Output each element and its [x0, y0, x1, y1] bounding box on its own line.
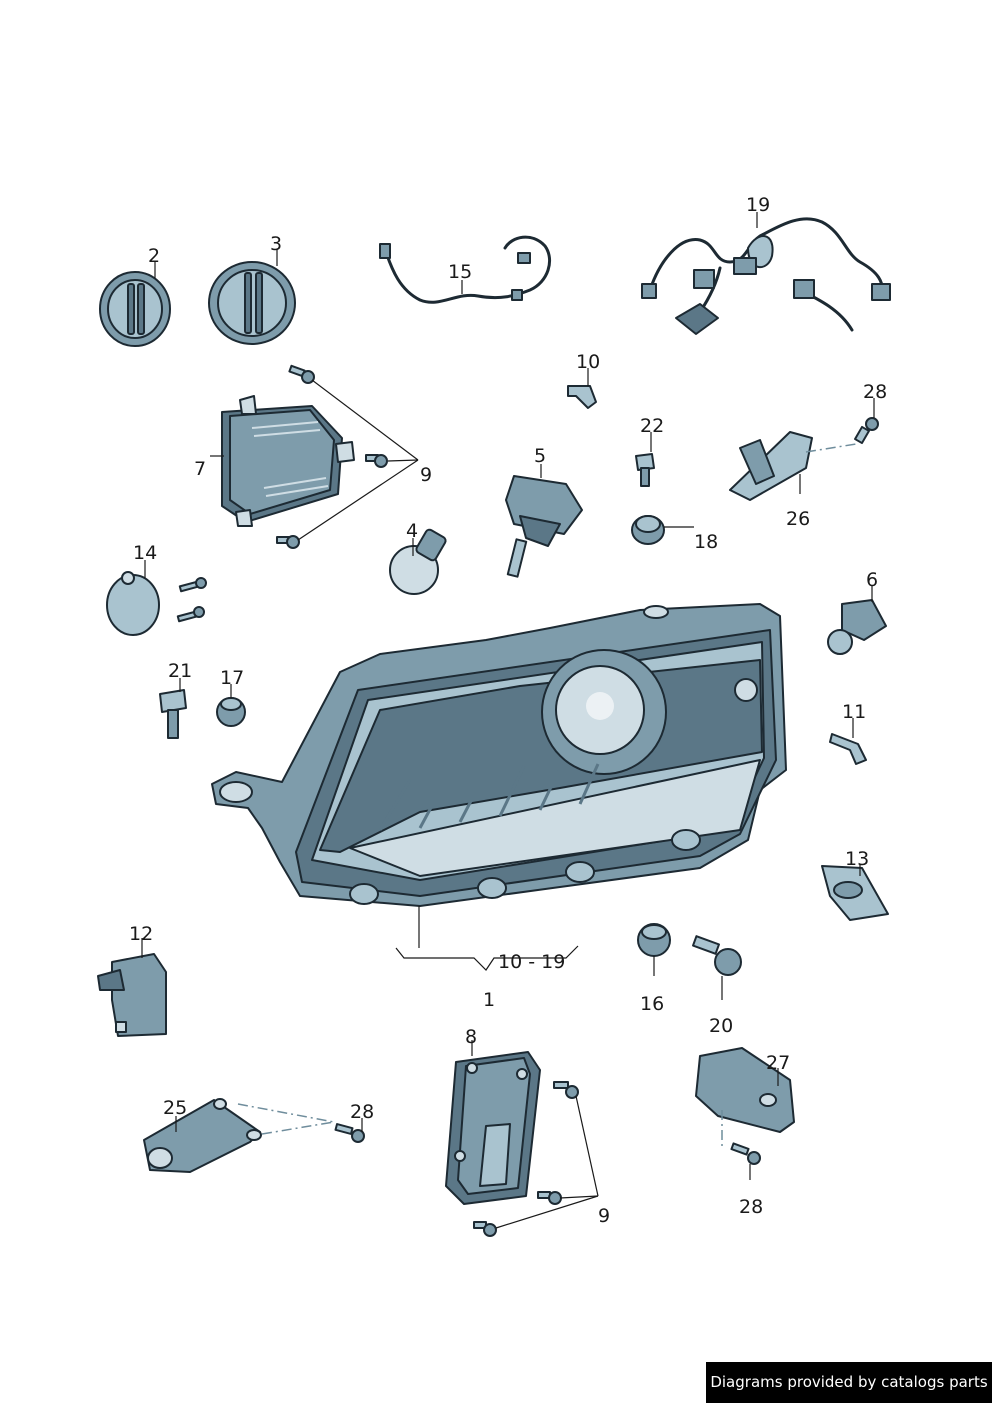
label-part-9-upper: 9	[420, 464, 432, 486]
label-part-15: 15	[448, 261, 472, 283]
label-part-1: 1	[483, 989, 495, 1011]
control-module-part-8	[445, 1051, 541, 1205]
motor-part-12	[97, 953, 167, 1037]
screw-part-28-lower	[730, 1142, 761, 1165]
cap-part-13	[821, 865, 889, 921]
label-part-3: 3	[270, 233, 282, 255]
label-part-27: 27	[766, 1052, 790, 1074]
screw-part-9-top	[288, 364, 315, 384]
wiring-part-19	[641, 217, 891, 335]
nut-part-16	[637, 923, 671, 957]
control-unit-part-7	[221, 395, 355, 527]
bracket-part-27	[695, 1047, 795, 1133]
label-part-8: 8	[465, 1026, 477, 1048]
label-part-9-lower: 9	[598, 1205, 610, 1227]
cover-part-14	[106, 571, 160, 636]
screw-part-9-lower-mid	[537, 1191, 562, 1205]
label-part-13: 13	[845, 848, 869, 870]
label-part-25: 25	[163, 1097, 187, 1119]
label-part-28-lower-right: 28	[739, 1196, 763, 1218]
bolt-part-21	[159, 689, 187, 739]
label-part-28-upper: 28	[863, 381, 887, 403]
elbow-part-10	[567, 385, 597, 409]
label-part-11: 11	[842, 701, 866, 723]
screw-part-9-lower-top	[553, 1081, 579, 1099]
grommet-part-18	[631, 515, 665, 545]
label-part-2: 2	[148, 245, 160, 267]
label-part-5: 5	[534, 445, 546, 467]
screw-part-28-upper	[854, 417, 879, 445]
label-part-22: 22	[640, 415, 664, 437]
screw-part-28-left	[334, 1123, 365, 1143]
nut-part-17	[216, 697, 246, 727]
bracket-part-26	[729, 431, 813, 501]
clip-part-11	[829, 733, 867, 765]
headlight-part-1	[211, 603, 787, 907]
bulb-part-5	[505, 475, 583, 578]
label-part-14: 14	[133, 542, 157, 564]
label-part-4: 4	[406, 520, 418, 542]
label-part-17: 17	[220, 667, 244, 689]
bolt-part-20	[692, 935, 742, 976]
socket-part-6	[827, 599, 887, 655]
mount-part-25	[143, 1098, 262, 1173]
cap-part-2	[99, 271, 171, 347]
wiring-part-15	[379, 235, 551, 304]
label-part-20: 20	[709, 1015, 733, 1037]
label-part-6: 6	[866, 569, 878, 591]
screw-part-9-bottom	[276, 535, 300, 549]
cap-part-3	[208, 261, 296, 345]
credit-banner: Diagrams provided by catalogs parts	[706, 1362, 992, 1403]
label-part-26: 26	[786, 508, 810, 530]
label-part-7: 7	[194, 458, 206, 480]
screw-part-9-mid	[365, 454, 388, 468]
label-part-21: 21	[168, 660, 192, 682]
label-part-18: 18	[694, 531, 718, 553]
bulb-part-4	[389, 528, 447, 595]
label-part-12: 12	[129, 923, 153, 945]
label-part-10: 10	[576, 351, 600, 373]
label-part-28-left: 28	[350, 1101, 374, 1123]
screw-part-9-lower-bottom	[473, 1221, 497, 1237]
screw-part-22	[635, 453, 655, 487]
screw-part-14-b	[176, 606, 205, 623]
screw-part-14-a	[178, 577, 207, 593]
label-range-10-19: 10 - 19	[498, 951, 565, 973]
label-part-19: 19	[746, 194, 770, 216]
label-part-16: 16	[640, 993, 664, 1015]
